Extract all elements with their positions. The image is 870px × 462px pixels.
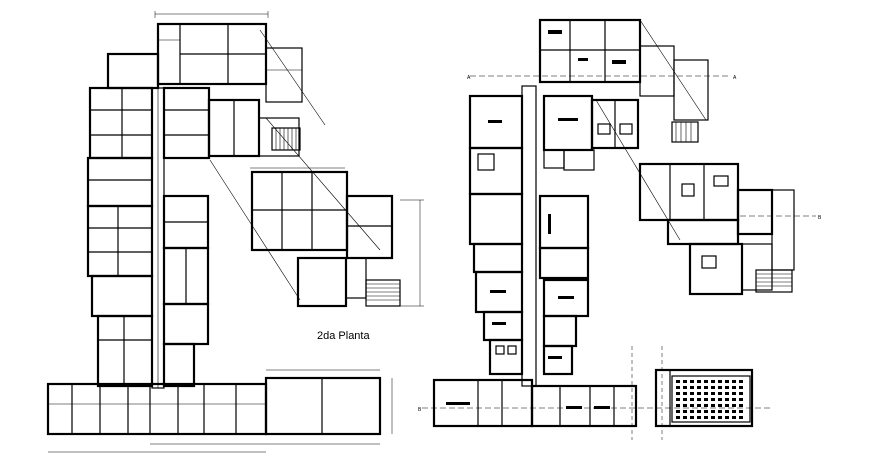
seat-mark: [718, 410, 722, 413]
seat-mark: [725, 392, 729, 395]
stair-left-top: [271, 127, 301, 151]
seat-mark: [725, 386, 729, 389]
left-floor-plan: 2da Planta: [46, 11, 424, 453]
seat-mark: [697, 416, 701, 419]
seat-mark: [732, 380, 736, 383]
right-floor-plan: A A: [418, 18, 822, 440]
seat-mark: [676, 404, 680, 407]
seat-mark: [711, 392, 715, 395]
seat-mark: [732, 410, 736, 413]
seat-mark: [690, 410, 694, 413]
seat-mark: [718, 398, 722, 401]
seat-mark: [690, 386, 694, 389]
seat-mark: [732, 404, 736, 407]
seat-mark: [697, 398, 701, 401]
axis-marker-a-right: A: [733, 75, 737, 81]
seat-mark: [711, 380, 715, 383]
seat-mark: [711, 404, 715, 407]
seat-mark: [732, 398, 736, 401]
seat-mark: [683, 416, 687, 419]
seat-mark: [676, 380, 680, 383]
seat-mark: [690, 398, 694, 401]
seat-mark: [697, 404, 701, 407]
seat-mark: [676, 386, 680, 389]
seat-mark: [676, 410, 680, 413]
axis-marker-b-left: B: [418, 407, 422, 413]
seat-mark: [725, 404, 729, 407]
seat-mark: [711, 398, 715, 401]
stair-right-bottom: [755, 269, 793, 293]
seat-mark: [739, 404, 743, 407]
seat-mark: [732, 416, 736, 419]
seat-mark: [718, 392, 722, 395]
seat-mark: [683, 398, 687, 401]
seat-mark: [739, 392, 743, 395]
seat-mark: [697, 386, 701, 389]
seat-mark: [711, 410, 715, 413]
seat-mark: [690, 380, 694, 383]
seat-mark: [683, 392, 687, 395]
seat-mark: [739, 380, 743, 383]
seat-mark: [725, 416, 729, 419]
seat-mark: [739, 398, 743, 401]
seat-mark: [697, 392, 701, 395]
stair-right-top: [671, 121, 699, 143]
seat-mark: [704, 404, 708, 407]
seat-mark: [725, 398, 729, 401]
seat-mark: [704, 386, 708, 389]
seat-mark: [697, 380, 701, 383]
seat-mark: [725, 410, 729, 413]
seat-mark: [711, 416, 715, 419]
seat-grid: [676, 380, 743, 419]
seat-mark: [690, 416, 694, 419]
seat-mark: [704, 380, 708, 383]
seat-mark: [732, 392, 736, 395]
auditorium-block: [654, 368, 754, 428]
seat-mark: [739, 410, 743, 413]
seat-mark: [676, 416, 680, 419]
seat-mark: [690, 392, 694, 395]
seat-mark: [711, 386, 715, 389]
seat-mark: [739, 386, 743, 389]
plan-label-2da-planta: 2da Planta: [317, 330, 370, 342]
seat-mark: [732, 386, 736, 389]
seat-mark: [683, 380, 687, 383]
seat-mark: [718, 380, 722, 383]
seat-mark: [690, 404, 694, 407]
axis-marker-b-right: B: [818, 215, 822, 221]
seat-mark: [718, 386, 722, 389]
seat-mark: [676, 392, 680, 395]
seat-mark: [704, 398, 708, 401]
seat-mark: [704, 392, 708, 395]
seat-mark: [683, 404, 687, 407]
seat-mark: [683, 410, 687, 413]
axis-marker-a-left: A: [467, 75, 471, 81]
seat-mark: [676, 398, 680, 401]
seat-mark: [683, 386, 687, 389]
seat-mark: [718, 416, 722, 419]
stair-left-bottom: [365, 279, 401, 307]
seat-mark: [739, 416, 743, 419]
seat-mark: [718, 404, 722, 407]
seat-mark: [725, 380, 729, 383]
seat-mark: [697, 410, 701, 413]
seat-mark: [704, 410, 708, 413]
seat-mark: [704, 416, 708, 419]
